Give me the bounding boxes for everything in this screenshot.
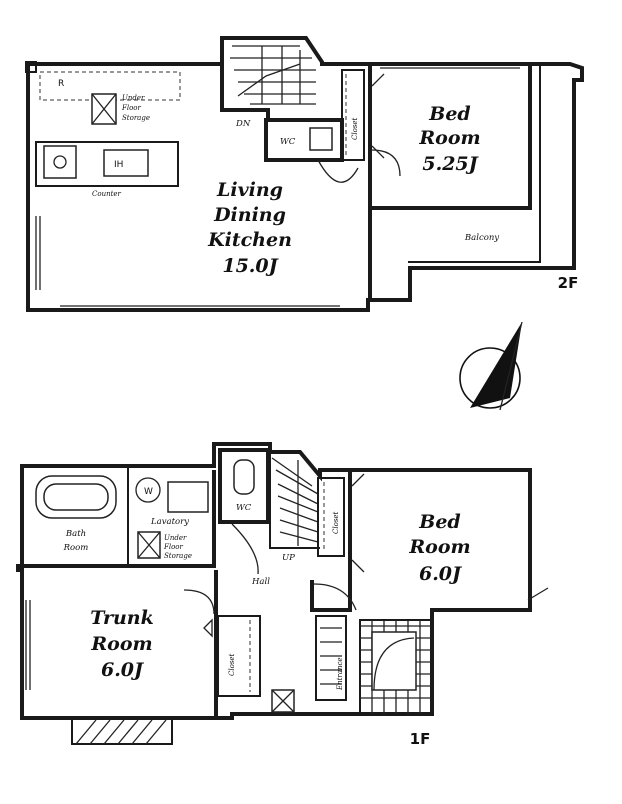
1f-bath-label-1: Bath	[65, 529, 86, 539]
2f-outer-wall	[26, 36, 584, 312]
2f-ldk-size: 15.0J	[222, 255, 279, 277]
1f-trunk-door-mark	[203, 618, 213, 638]
1f-trunk-door-swing	[183, 589, 215, 615]
2f-storage-label-2: Floor	[121, 104, 142, 112]
2f-bedroom-door-marks	[371, 73, 385, 159]
2f-partition-bedroom-bottom	[370, 64, 532, 210]
2f-ih-cooktop	[103, 149, 149, 177]
1f-entrance-label: Entrance	[336, 657, 344, 691]
1f-bedroom-wall	[310, 470, 352, 612]
1f-washer	[135, 477, 161, 503]
2f-stair-box	[220, 64, 270, 120]
1f-trunk-size: 6.0J	[101, 659, 145, 681]
2f-storage-label-3: Storage	[122, 114, 150, 122]
1f-wc-door-swing	[231, 523, 259, 575]
floor-2: Living Dining Kitchen 15.0J Bed Room 5.2…	[25, 36, 584, 312]
1f-storage-label-3: Storage	[164, 552, 192, 560]
2f-balcony-label: Balcony	[464, 233, 499, 243]
1f-hall-closet-label: Closet	[228, 653, 236, 676]
1f-toilet	[233, 459, 255, 495]
1f-trunk-window	[25, 600, 31, 690]
2f-ih-label: IH	[114, 160, 123, 170]
1f-closet-label: Closet	[332, 511, 340, 534]
1f-bathtub-inner	[43, 483, 109, 511]
2f-bedroom-size: 5.25J	[422, 153, 479, 175]
2f-toilet	[309, 127, 333, 151]
2f-floor-label: 2F	[558, 274, 579, 292]
1f-bedroom-label-2: Room	[408, 536, 470, 558]
compass-needle	[499, 321, 523, 411]
1f-bedroom-label-1: Bed	[418, 511, 460, 533]
2f-sink-drain	[53, 155, 67, 169]
1f-bedroom-door-swing	[313, 583, 357, 611]
1f-floor-storage-cross	[137, 531, 161, 559]
1f-floor-label: 1F	[410, 730, 431, 748]
1f-up-label: UP	[282, 553, 295, 563]
2f-counter-label: Counter	[92, 190, 122, 198]
1f-hall-label: Hall	[251, 577, 270, 587]
1f-storage-label-2: Floor	[163, 543, 184, 551]
1f-bedroom-window-mark	[527, 587, 549, 601]
compass-ring	[459, 347, 521, 409]
1f-storage-label-1: Under	[164, 534, 187, 542]
1f-shoe-shelves	[320, 627, 342, 685]
2f-stair-arrow	[237, 63, 301, 97]
2f-closet	[341, 69, 365, 161]
1f-porch-stripes	[71, 717, 173, 745]
2f-closet-label: Closet	[351, 117, 359, 140]
2f-kitchen-counter	[35, 141, 179, 187]
1f-wc-label: WC	[236, 503, 252, 513]
2f-refrigerator-label: R	[58, 79, 64, 89]
1f-closet-stair	[317, 477, 345, 557]
1f-shoe-cabinet	[315, 615, 347, 701]
1f-trunk-label-2: Room	[90, 633, 152, 655]
2f-sink	[43, 145, 77, 179]
1f-lavatory-label: Lavatory	[150, 517, 189, 527]
1f-stair-wall	[269, 452, 320, 549]
2f-stair-treads	[230, 45, 316, 105]
2f-wc-door-swing	[317, 159, 359, 183]
compass	[459, 321, 523, 411]
floor-1: Bed Room 6.0J Trunk Room 6.0J Bath Room …	[16, 442, 549, 748]
2f-ldk-label-2: Dining	[213, 204, 286, 226]
2f-storage-label-1: Under	[122, 94, 145, 102]
2f-ldk-label-1: Living	[216, 179, 283, 201]
1f-bath-label-2: Room	[63, 543, 89, 553]
2f-column	[25, 61, 37, 73]
north-arrow-icon	[470, 322, 522, 408]
1f-entrance-door-swing	[373, 637, 415, 691]
1f-wc-room	[218, 448, 270, 524]
2f-ldk-label-3: Kitchen	[207, 229, 292, 251]
1f-bath-wall	[22, 470, 216, 568]
1f-porch-hatching	[75, 719, 167, 745]
2f-bedroom-door	[371, 149, 401, 177]
2f-floor-storage-cross	[91, 93, 117, 125]
1f-washer-label: W	[144, 487, 153, 497]
2f-bedroom-label-1: Bed	[428, 103, 470, 125]
1f-bedroom-size: 6.0J	[419, 563, 463, 585]
2f-bedroom-label-2: Room	[418, 127, 480, 149]
2f-window-left	[35, 216, 41, 290]
2f-wc-label: WC	[280, 137, 296, 147]
1f-entrance-hatch-cross	[271, 689, 295, 713]
1f-bedroom-door-marks	[351, 473, 365, 573]
1f-trunk-label-1: Trunk	[90, 607, 154, 629]
1f-vanity	[167, 481, 209, 513]
1f-hall-closet	[217, 615, 261, 697]
2f-balcony-rail	[408, 66, 541, 263]
1f-stair-treads	[271, 457, 319, 546]
2f-down-label: DN	[235, 119, 251, 129]
1f-outer-wall	[16, 442, 532, 720]
